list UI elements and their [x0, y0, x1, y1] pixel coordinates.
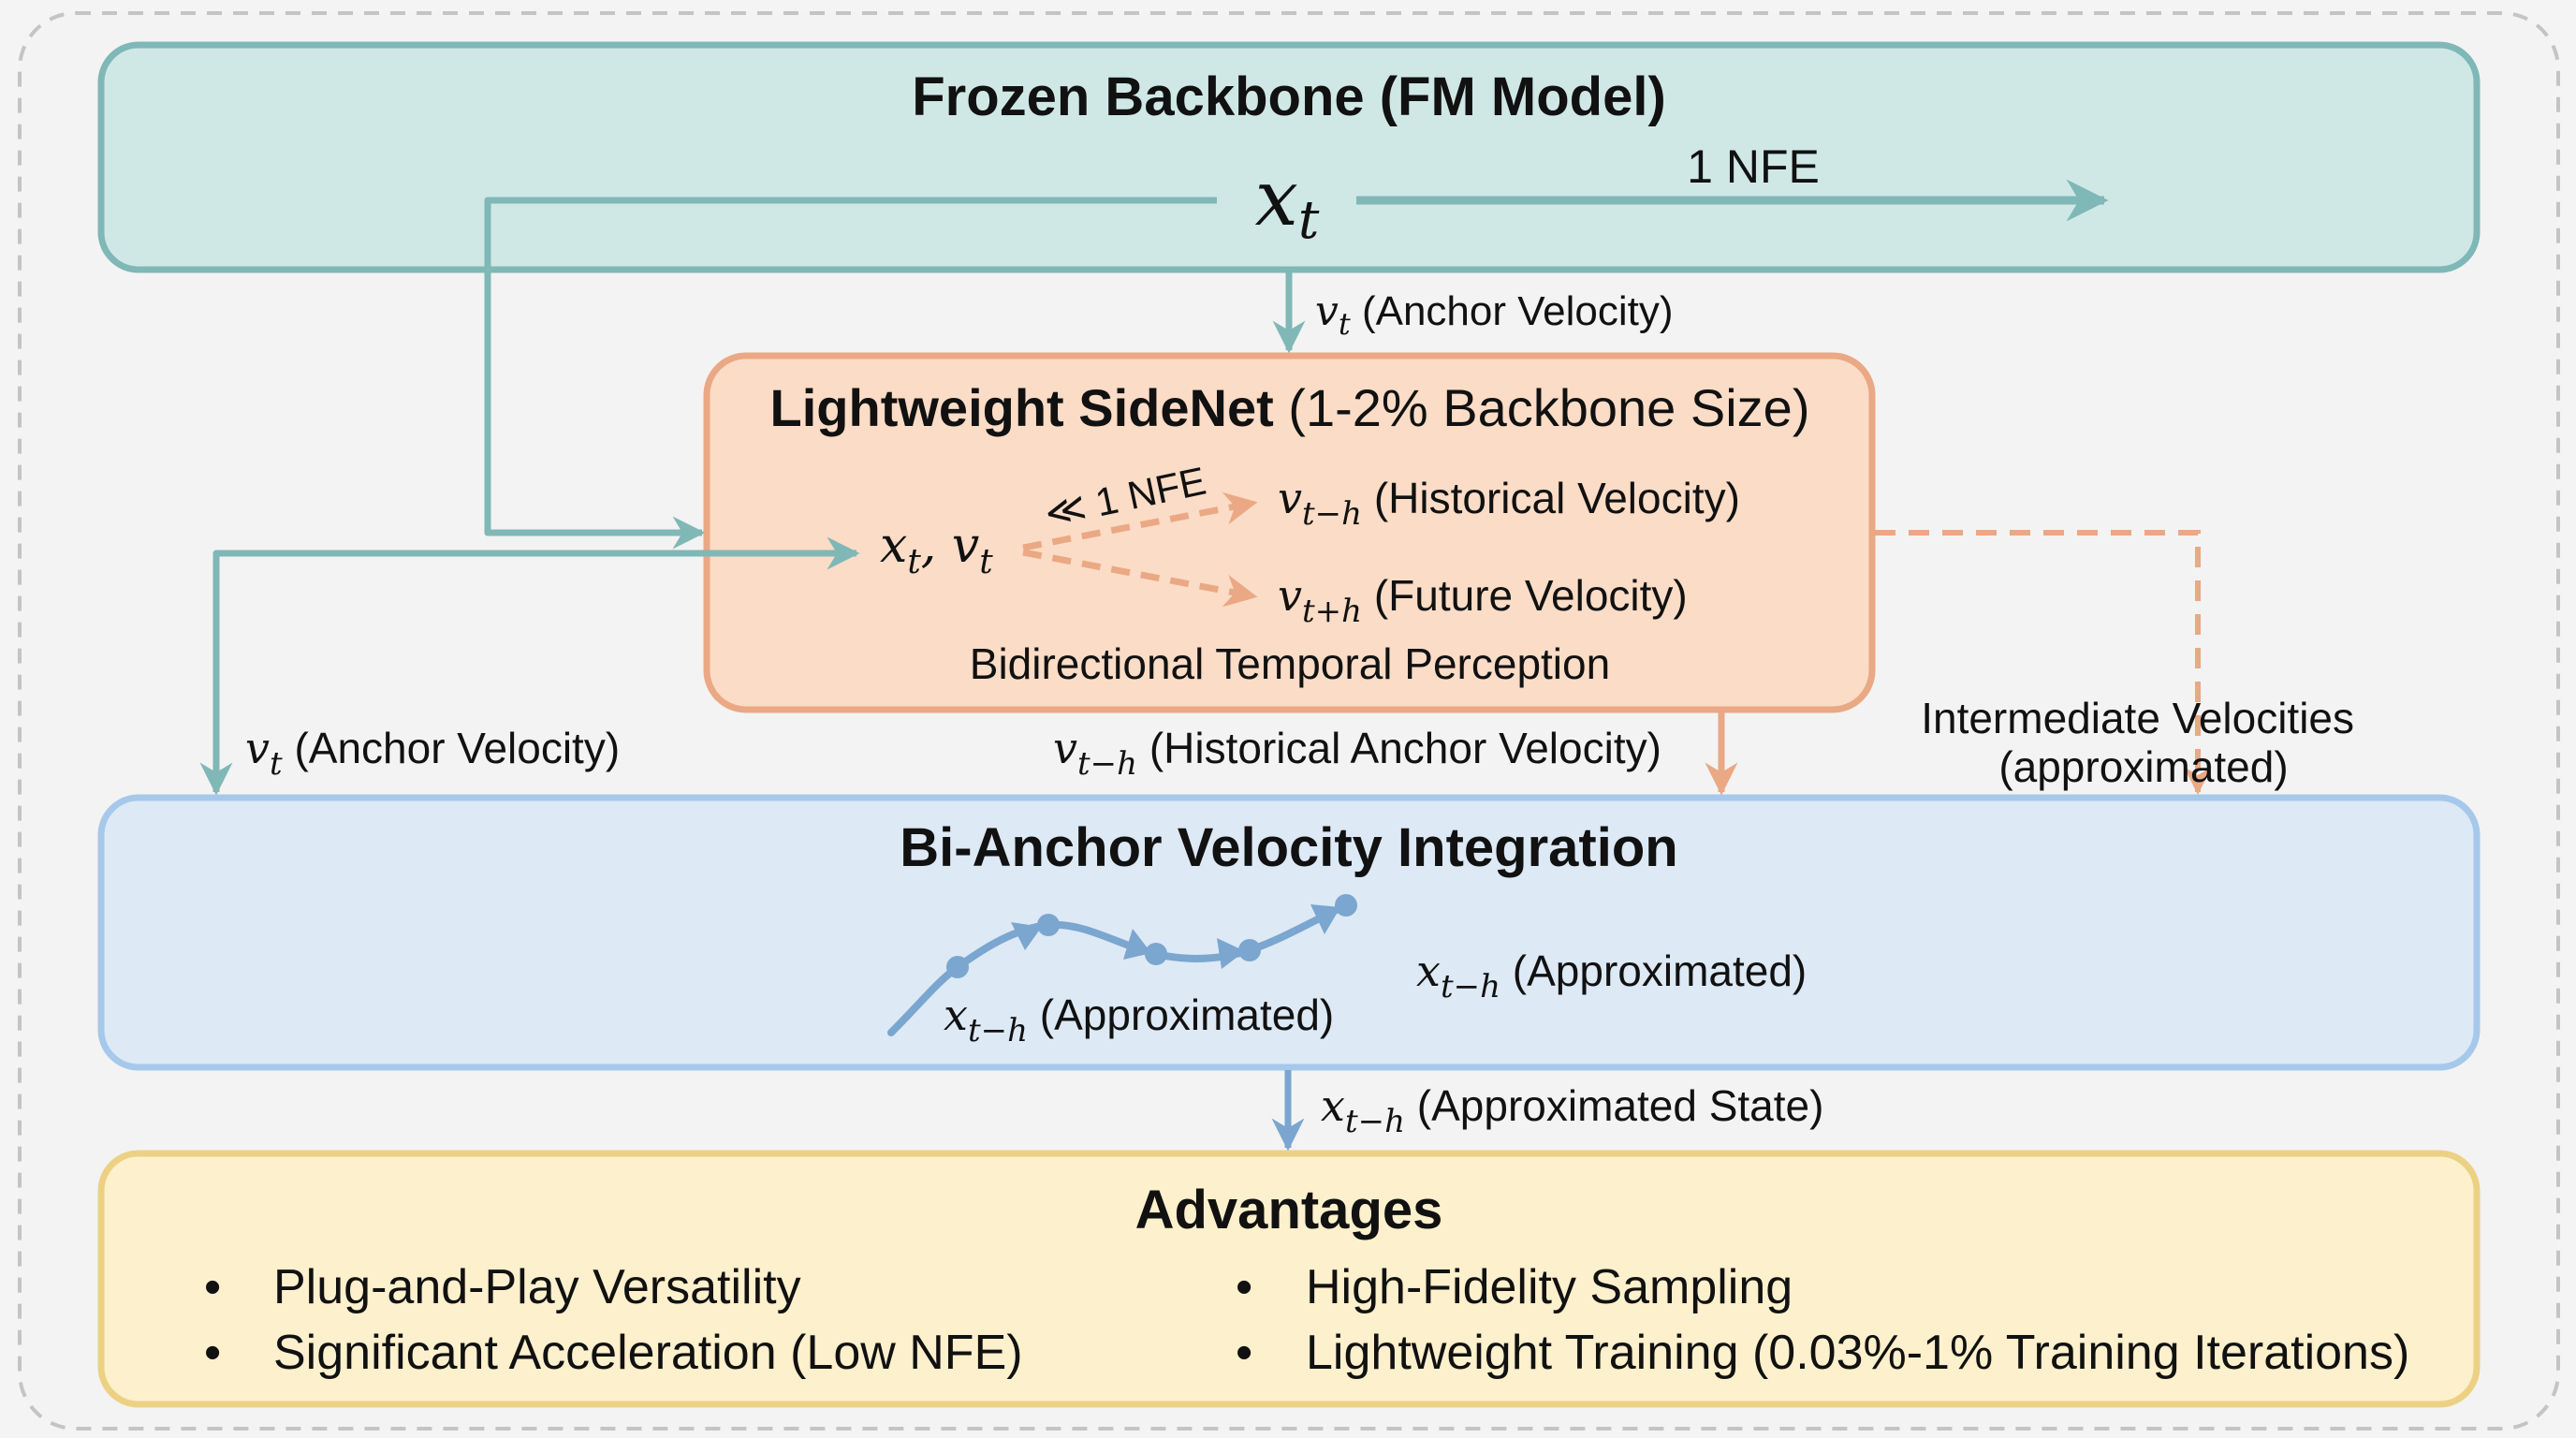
advantage-item: Significant Acceleration (Low NFE) [273, 1326, 1023, 1380]
advantage-bullet: • [204, 1326, 221, 1380]
trajectory-point [1238, 939, 1261, 961]
sub: t [270, 745, 283, 783]
sidenet-input-label: xt, vt [880, 518, 993, 581]
sub: t [907, 543, 921, 581]
trajectory-point [1037, 914, 1060, 936]
historical-dashed-arrow [1022, 492, 1258, 551]
trajectory-point [1145, 943, 1167, 965]
text: (Approximated) [1500, 946, 1807, 995]
text: (Approximated State) [1405, 1081, 1823, 1130]
historical-anchor-label: vt−h (Historical Anchor Velocity) [1053, 723, 1661, 783]
sidenet-title: Lightweight SideNet (1-2% Backbone Size) [770, 378, 1810, 437]
trajectory-points [946, 894, 1357, 978]
backbone-box: Frozen Backbone (FM Model) xt 1 NFE [97, 41, 2481, 273]
trajectory-arrowhead [1310, 904, 1340, 934]
sub: t+h [1302, 593, 1362, 630]
sub: t−h [1302, 495, 1362, 533]
trajectory-point [1335, 894, 1357, 917]
integration-box: Bi-Anchor Velocity Integration xt−h (App… [97, 794, 2481, 1071]
advantage-bullet: • [1236, 1326, 1252, 1380]
trajectory-arrowheads [1011, 904, 1340, 969]
advantages-box-rect [97, 1150, 2481, 1408]
anchor-velocity-top-label: vt (Anchor Velocity) [1315, 287, 1674, 342]
anchor-velocity-left-connector [199, 550, 854, 796]
var: x [944, 990, 968, 1040]
backbone-box-rect [97, 41, 2481, 273]
integration-title: Bi-Anchor Velocity Integration [900, 817, 1677, 878]
advantage-bullet: • [1236, 1260, 1252, 1314]
integration-label-left: xt−h (Approximated) [944, 990, 1334, 1049]
var: v [1053, 723, 1077, 773]
text: (Anchor Velocity) [283, 724, 620, 772]
line1: Intermediate Velocities [1921, 694, 2354, 742]
trajectory-arrowhead [1123, 929, 1151, 960]
sub: t−h [1345, 1103, 1405, 1140]
line2: (approximated) [1998, 742, 2288, 791]
backbone-title: Frozen Backbone (FM Model) [912, 66, 1666, 127]
var: v [1278, 570, 1302, 621]
var: x [1321, 1080, 1345, 1131]
sub: t−h [1077, 745, 1137, 783]
sub: t−h [968, 1012, 1028, 1049]
state-sub: t [1298, 190, 1320, 251]
var: x [880, 518, 907, 574]
future-dashed-arrow [1022, 549, 1258, 608]
advantage-item: Lightweight Training (0.03%-1% Training … [1306, 1326, 2409, 1380]
var: v [1278, 473, 1302, 523]
trajectory-point [946, 956, 969, 978]
var: x [1416, 946, 1441, 996]
advantage-item: Plug-and-Play Versatility [273, 1260, 801, 1314]
anchor-velocity-left-label: vt (Anchor Velocity) [245, 723, 620, 783]
xt-skip-connector [484, 197, 1217, 550]
historical-velocity-label: vt−h (Historical Velocity) [1278, 473, 1740, 533]
advantage-bullet: • [204, 1260, 221, 1314]
backbone-nfe-label: 1 NFE [1687, 140, 1820, 193]
sidenet-title-rest: (1-2% Backbone Size) [1274, 378, 1810, 437]
text: (Historical Velocity) [1362, 474, 1740, 522]
sub: t [979, 543, 993, 581]
sidenet-caption: Bidirectional Temporal Perception [970, 639, 1610, 688]
sub: t−h [1441, 968, 1500, 1005]
integration-label-right: xt−h (Approximated) [1416, 946, 1807, 1005]
state-output-label: xt−h (Approximated State) [1321, 1080, 1823, 1140]
var: v [1315, 287, 1339, 335]
text: (Historical Anchor Velocity) [1137, 724, 1661, 772]
var: v [245, 723, 270, 773]
trajectory-arrowhead [1011, 922, 1042, 950]
sidenet-title-bold: Lightweight SideNet [770, 378, 1274, 437]
advantage-item: High-Fidelity Sampling [1306, 1260, 1793, 1314]
var: , v [921, 518, 979, 574]
outer-frame [18, 11, 2560, 1431]
text: (Future Velocity) [1362, 571, 1688, 620]
sidenet-box-rect [703, 352, 1876, 713]
advantages-box: Advantages • Plug-and-Play Versatility •… [97, 1150, 2481, 1408]
intermediate-velocities-label: Intermediate Velocities (approximated) [1921, 694, 2366, 791]
advantages-title: Advantages [1135, 1180, 1443, 1240]
text: (Approximated) [1028, 990, 1334, 1039]
intermediate-velocities-connector [1875, 530, 2212, 795]
trajectory-arrowhead [1217, 938, 1245, 969]
sidenet-box: Lightweight SideNet (1-2% Backbone Size)… [703, 352, 1876, 713]
text: (Anchor Velocity) [1351, 288, 1674, 334]
future-velocity-label: vt+h (Future Velocity) [1278, 570, 1688, 630]
state-var: x [1255, 154, 1298, 243]
sub: t [1339, 306, 1351, 342]
backbone-state-label: xt [1255, 154, 1320, 251]
